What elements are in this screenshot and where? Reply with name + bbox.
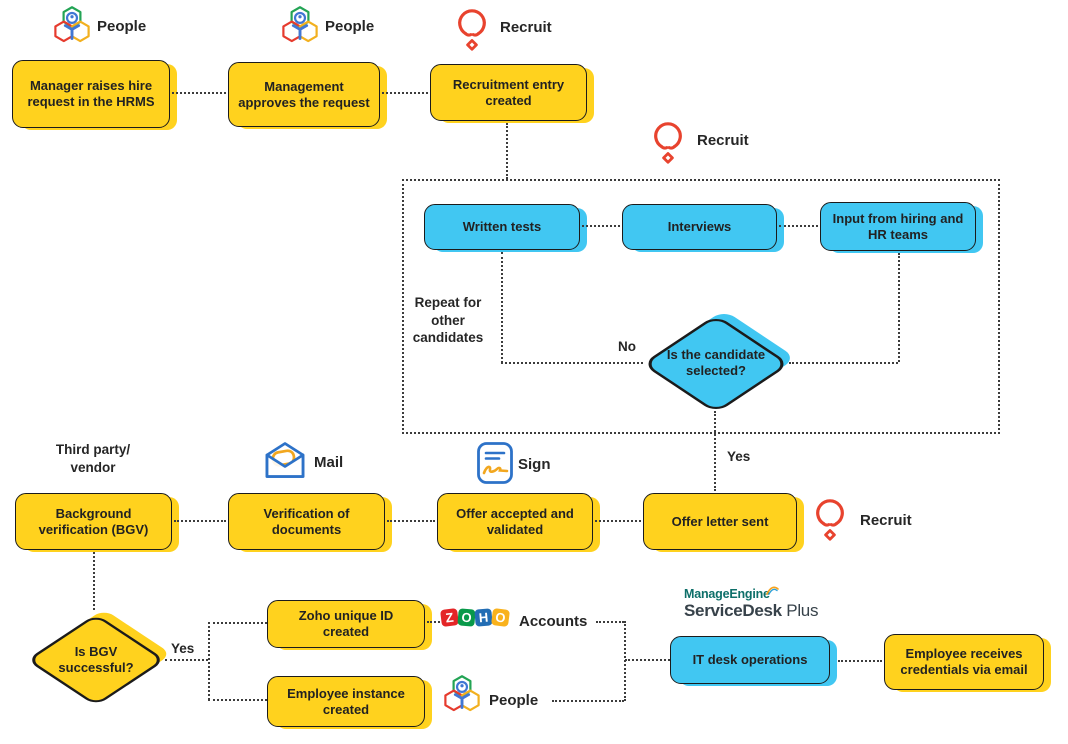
connector [596, 621, 624, 623]
connector [93, 552, 95, 610]
decision-diamond-candidate [648, 314, 790, 409]
servicedesk-text: ServiceDesk [684, 601, 782, 621]
mail-label: Mail [314, 454, 344, 471]
node-label: Offer accepted and validated [456, 505, 574, 537]
connector [779, 225, 818, 227]
node-label: Manager raises hire request in the HRMS [27, 78, 155, 109]
node-label: Recruitment entry created [452, 76, 565, 108]
node-label: Management approves the request [238, 78, 370, 110]
node-management-approves: Management approves the request [228, 62, 380, 127]
zoho-recruit-icon [458, 9, 486, 51]
people-label-2: People [325, 18, 375, 35]
connector [838, 660, 882, 662]
connector-yes-path [714, 411, 716, 491]
connector [582, 225, 620, 227]
zoho-logo-letter: O [491, 608, 510, 628]
node-label: Zoho unique ID created [298, 608, 394, 639]
node-background-verification: Background verification (BGV) [15, 493, 172, 550]
node-verification-documents: Verification of documents [228, 493, 385, 550]
zoho-logo-letter: Z [440, 608, 459, 628]
node-label: Employee instance created [287, 685, 405, 717]
plus-text: Plus [786, 601, 819, 621]
zoho-logo-letter: H [474, 608, 493, 627]
selection-stage-container [402, 179, 1000, 434]
connector [165, 659, 208, 661]
zoho-people-icon [444, 675, 480, 712]
yes-label-candidate: Yes [727, 449, 751, 464]
decision-candidate-text: Is the candidate selected? [666, 347, 766, 379]
manageengine-servicedesk-logo: ManageEngine ServiceDesk Plus [684, 586, 818, 620]
people-label-3: People [489, 692, 539, 709]
servicedesk-plus-wordmark: ServiceDesk Plus [684, 602, 818, 620]
node-employee-instance: Employee instance created [267, 676, 425, 727]
connector [427, 621, 440, 623]
decision-bgv-text: Is BGV successful? [58, 644, 134, 676]
node-label: Verification of documents [263, 505, 350, 537]
recruit-label-1: Recruit [500, 19, 552, 36]
recruit-label-3: Recruit [860, 512, 912, 529]
connector [506, 123, 508, 179]
node-label: Employee receives credentials via email [900, 646, 1028, 677]
node-label: IT desk operations [692, 652, 808, 668]
connector [625, 659, 670, 661]
node-label: Written tests [462, 219, 542, 235]
manageengine-text: ManageEngine [684, 587, 770, 601]
connector [208, 699, 267, 701]
no-label: No [618, 339, 636, 354]
node-manager-raises-request: Manager raises hire request in the HRMS [12, 60, 170, 128]
node-offer-letter-sent: Offer letter sent [643, 493, 797, 550]
node-recruitment-entry: Recruitment entry created [430, 64, 587, 121]
zoho-recruit-icon [654, 122, 682, 164]
connector [174, 520, 226, 522]
connector [595, 520, 641, 522]
connector [387, 520, 435, 522]
node-label: Offer letter sent [671, 513, 769, 529]
node-it-desk-operations: IT desk operations [670, 636, 830, 684]
sign-label: Sign [518, 456, 551, 473]
connector [501, 252, 503, 363]
node-label: Input from hiring and HR teams [832, 210, 964, 242]
connector [552, 700, 624, 702]
node-label: Interviews [667, 219, 732, 235]
node-label: Background verification (BGV) [38, 505, 149, 537]
node-input-hiring-hr: Input from hiring and HR teams [820, 202, 976, 251]
zoho-people-icon [282, 6, 318, 43]
zoho-sign-icon [477, 442, 513, 484]
zoho-recruit-icon [816, 499, 844, 541]
people-label-1: People [97, 18, 147, 35]
repeat-note: Repeat for other candidates [412, 295, 484, 346]
connector [898, 253, 900, 362]
zoho-mail-icon [265, 442, 305, 478]
manageengine-swoosh-icon [766, 586, 779, 595]
connector [172, 92, 226, 94]
connector [208, 622, 267, 624]
manageengine-wordmark: ManageEngine [684, 586, 818, 601]
connector [624, 621, 626, 701]
accounts-label: Accounts [519, 613, 588, 630]
node-interviews: Interviews [622, 204, 777, 250]
connector [789, 362, 898, 364]
node-zoho-unique-id: Zoho unique ID created [267, 600, 425, 648]
connector [208, 622, 210, 700]
yes-label-bgv: Yes [171, 641, 195, 656]
decision-diamond-bgv [32, 612, 167, 703]
zoho-people-icon [54, 6, 90, 43]
node-employee-credentials: Employee receives credentials via email [884, 634, 1044, 690]
zoho-logo-letter: O [457, 608, 476, 627]
node-offer-accepted: Offer accepted and validated [437, 493, 593, 550]
third-party-note: Third party/ vendor [55, 442, 131, 475]
recruit-label-2: Recruit [697, 132, 749, 149]
connector [382, 92, 428, 94]
connector-no-path [501, 362, 643, 364]
node-written-tests: Written tests [424, 204, 580, 250]
